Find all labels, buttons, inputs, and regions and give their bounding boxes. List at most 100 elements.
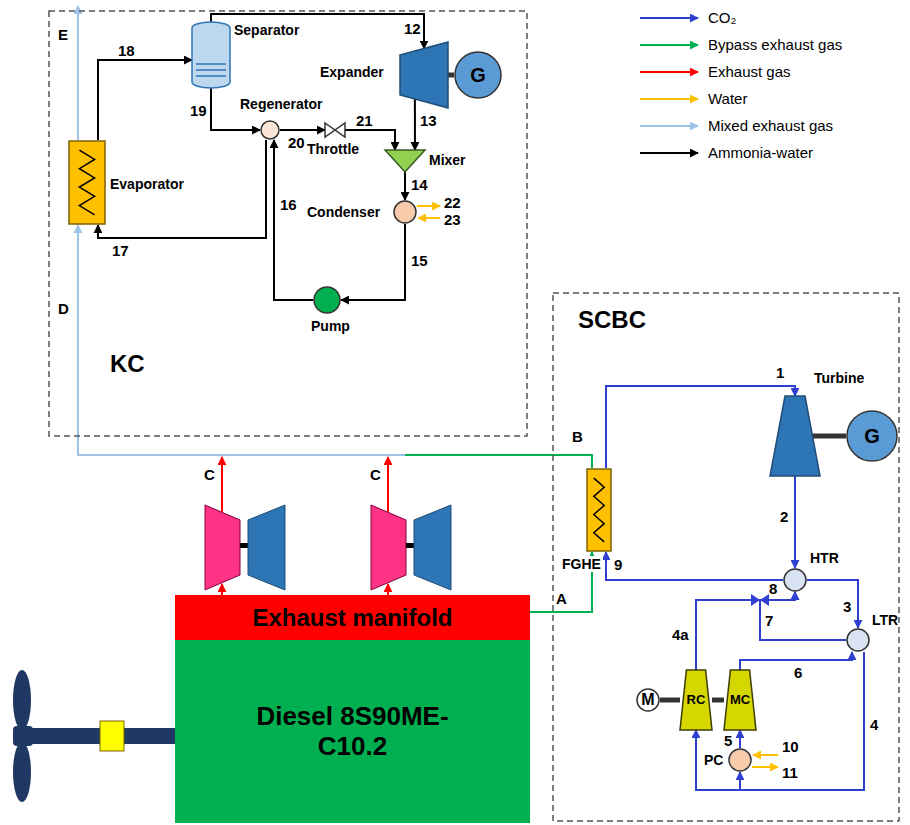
callout-number: 2	[780, 508, 788, 525]
callout-number: 6	[794, 664, 802, 681]
component-label: MC	[730, 693, 750, 708]
callout-number: 16	[280, 196, 297, 213]
component-label: G	[470, 64, 486, 87]
flow-line	[98, 140, 266, 238]
callout-number: C	[370, 466, 381, 483]
flow-line	[405, 455, 592, 468]
motor: M	[636, 688, 660, 712]
flow-line	[807, 580, 858, 628]
flue-gas-heat-exchanger-shape	[586, 468, 612, 552]
flow-line	[404, 172, 406, 200]
compressor: MC	[724, 670, 756, 730]
callout-number: D	[58, 300, 69, 317]
legend-sample	[640, 98, 698, 100]
flow-line	[813, 436, 847, 437]
flow-line	[606, 552, 783, 580]
flow-line	[98, 140, 266, 238]
evaporator: Evaporator	[68, 140, 106, 225]
flow-line	[740, 652, 864, 790]
callout-number: 20	[288, 134, 305, 151]
component-label: Throttle	[307, 141, 359, 157]
turbine-shape	[770, 396, 820, 476]
turbine: Turbine	[770, 396, 820, 476]
callout-number: 14	[411, 176, 428, 193]
component-label: Mixer	[429, 152, 466, 168]
component-label: Separator	[234, 22, 299, 38]
precooler-shape	[728, 748, 752, 772]
flow-line	[712, 698, 724, 703]
precooler: PC	[728, 748, 752, 772]
legend-label: Mixed exhaust gas	[708, 117, 833, 134]
flue-gas-heat-exchanger: FGHE	[586, 468, 612, 552]
flow-line	[660, 700, 680, 701]
component-label: Regenerator	[240, 96, 322, 112]
flow-line	[405, 172, 406, 200]
component-label: FGHE	[560, 556, 603, 572]
mixer: Mixer	[385, 150, 425, 172]
generator: G	[846, 410, 898, 462]
callout-number: C	[204, 466, 215, 483]
legend-sample	[640, 17, 698, 19]
flow-line	[807, 580, 858, 628]
flow-line	[696, 592, 795, 670]
condenser: Condenser	[393, 200, 417, 224]
expander-shape	[400, 42, 448, 108]
flow-line	[696, 652, 864, 790]
callout-number: 12	[404, 20, 421, 37]
separator: Separator	[192, 22, 230, 88]
flow-line	[712, 700, 724, 701]
pump: Pump	[313, 286, 341, 314]
callout-number: 10	[782, 738, 799, 755]
flow-line	[696, 592, 795, 670]
callout-number: 1	[776, 364, 784, 381]
flow-line	[813, 434, 847, 439]
callout-number: B	[572, 428, 583, 445]
flow-line	[606, 552, 783, 580]
component-label: RC	[687, 693, 706, 708]
flow-line	[740, 652, 864, 790]
flow-line	[341, 224, 405, 300]
callout-number: A	[556, 590, 567, 607]
expander: Expander	[400, 42, 448, 108]
callout-number: 9	[614, 556, 622, 573]
flow-line	[211, 14, 424, 49]
callout-number: 11	[782, 764, 798, 781]
flow-line	[696, 652, 864, 790]
regenerator-shape	[260, 120, 280, 140]
recuperator-shape	[846, 628, 870, 652]
component-label: Pump	[311, 318, 350, 334]
legend-label: Exhaust gas	[708, 63, 791, 80]
flow-line	[606, 386, 795, 468]
callout-number: 8	[769, 580, 777, 597]
legend-label: CO₂	[708, 9, 736, 26]
flow-line	[98, 60, 192, 140]
callout-number: 3	[843, 598, 851, 615]
callout-number: 4a	[672, 626, 689, 643]
turbocharger	[371, 457, 451, 595]
recuperator-shape	[783, 568, 807, 592]
legend-sample	[640, 71, 698, 73]
mixer-shape	[385, 150, 425, 172]
recuperator: HTR	[783, 568, 807, 592]
component-label: SCBC	[578, 306, 646, 334]
exhaust-manifold: Exhaust manifold	[175, 595, 530, 640]
flow-line	[280, 130, 325, 131]
component-label: Exhaust manifold	[252, 604, 452, 632]
component-label: HTR	[810, 550, 839, 566]
component-label: Evaporator	[110, 176, 184, 192]
legend-sample	[640, 152, 698, 154]
separator-shape	[192, 22, 230, 88]
flow-line	[414, 99, 416, 150]
flow-line	[795, 476, 796, 568]
component-label: Condenser	[307, 204, 380, 220]
flow-line	[341, 224, 405, 300]
regenerator: Regenerator	[260, 120, 280, 140]
component-label: PC	[704, 752, 723, 768]
condenser-shape	[393, 200, 417, 224]
flow-line	[280, 129, 325, 131]
recuperator: LTR	[846, 628, 870, 652]
component-label: KC	[110, 350, 145, 378]
component-label: G	[864, 425, 880, 448]
flow-line	[794, 476, 796, 568]
component-label: Diesel 8S90ME-C10.2	[253, 702, 453, 762]
